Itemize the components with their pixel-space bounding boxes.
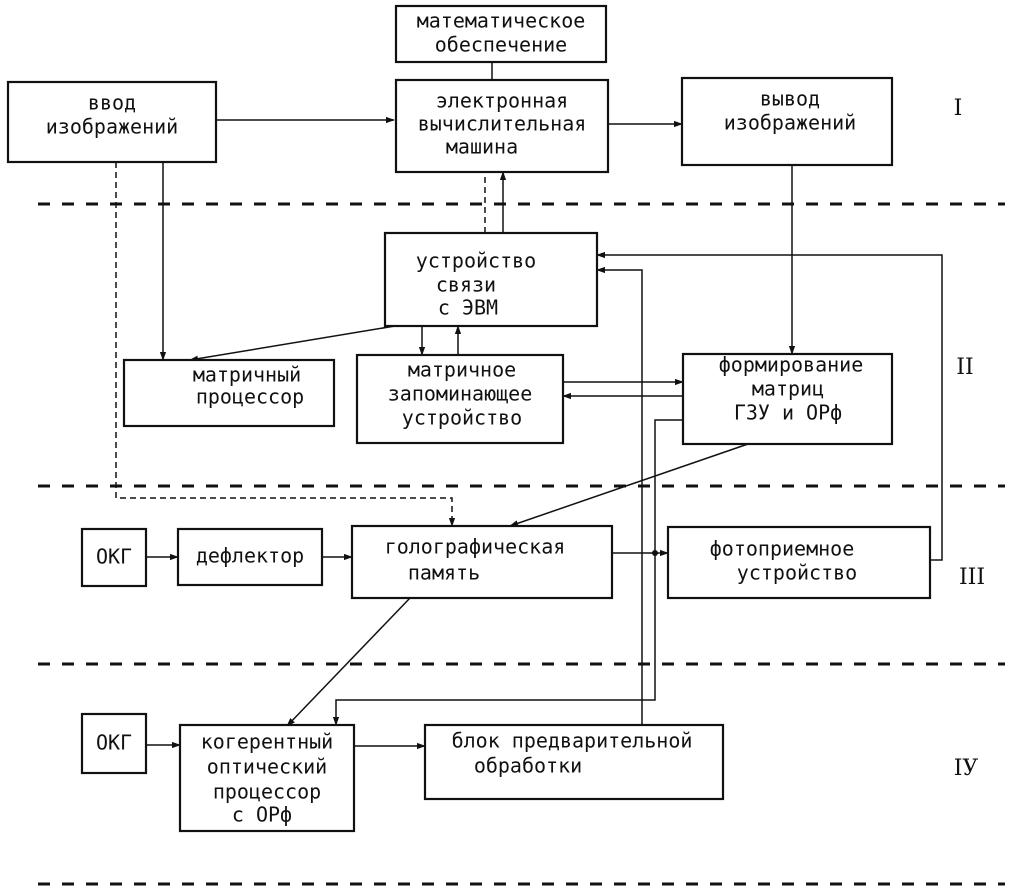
deflector-label: дефлектор xyxy=(196,544,304,568)
block-matrix-forming: формирование матриц ГЗУ и ОРф xyxy=(681,353,894,446)
matrix-forming-line-1: формирование xyxy=(719,353,864,377)
image-input-line-1: ввод xyxy=(88,91,136,115)
image-output-line-2: изображений xyxy=(724,111,856,135)
connections xyxy=(115,62,943,750)
block-matrix-processor: матричный процессор xyxy=(122,358,336,428)
image-input-line-2: изображений xyxy=(46,115,178,139)
holographic-memory-line-2: память xyxy=(408,561,480,585)
link-photodetector-to-interface xyxy=(596,251,943,561)
level-labels: I II III IУ xyxy=(954,96,985,781)
coherent-processor-line-4: с ОРф xyxy=(232,803,292,827)
matrix-processor-line-2: процессор xyxy=(196,385,304,409)
block-image-output: вывод изображений xyxy=(680,76,894,167)
interface-line-2: связи xyxy=(436,273,496,297)
coherent-processor-line-3: процессор xyxy=(213,780,321,804)
laser-2-label: ОКГ xyxy=(96,731,132,755)
photodetector-line-2: устройство xyxy=(737,561,857,585)
block-laser-1: ОКГ xyxy=(80,527,148,588)
matrix-memory-line-1: матричное xyxy=(408,358,516,382)
link-forming-to-photo-branch xyxy=(654,419,683,553)
matrix-memory-line-3: устройство xyxy=(402,406,522,430)
level-label-4: IУ xyxy=(954,756,979,781)
level-label-2: II xyxy=(956,355,973,380)
level-label-3: III xyxy=(959,565,985,590)
block-deflector: дефлектор xyxy=(176,527,324,587)
matrix-memory-line-2: запоминающее xyxy=(388,382,533,406)
block-interface: устройство связи с ЭВМ xyxy=(383,231,599,328)
link-branch-to-coherent xyxy=(332,553,656,726)
photodetector-line-1: фотоприемное xyxy=(710,537,855,561)
image-output-line-1: вывод xyxy=(760,87,820,111)
computer-line-1: электронная xyxy=(436,89,568,113)
holographic-memory-line-1: голографическая xyxy=(385,535,566,559)
laser-1-label: ОКГ xyxy=(96,545,132,569)
interface-line-1: устройство xyxy=(416,249,536,273)
matrix-forming-line-2: матриц xyxy=(752,377,824,401)
block-coherent-processor: когерентный оптический процессор с ОРф xyxy=(178,723,356,833)
matrix-forming-line-3: ГЗУ и ОРф xyxy=(734,401,842,425)
coherent-processor-line-1: когерентный xyxy=(201,730,333,754)
level-separators xyxy=(38,202,1005,886)
block-photodetector: фотоприемное устройство xyxy=(666,525,932,600)
coherent-processor-line-2: оптический xyxy=(207,755,327,779)
math-software-line-2: обеспечение xyxy=(435,33,567,57)
link-preprocessing-to-interface xyxy=(596,266,643,725)
block-matrix-memory: матричное запоминающее устройство xyxy=(355,353,565,445)
computer-line-3: машина xyxy=(446,135,518,159)
math-software-line-1: математическое xyxy=(417,9,586,33)
block-image-input: ввод изображений xyxy=(6,80,218,164)
link-holomemory-to-coherent xyxy=(286,597,411,727)
link-forming-to-holomemory xyxy=(509,443,749,527)
link-input-to-holomemory-dashed xyxy=(115,162,456,527)
interface-line-3: с ЭВМ xyxy=(438,296,498,320)
block-holographic-memory: голографическая память xyxy=(350,524,614,600)
block-preprocessing: блок предварительной обработки xyxy=(423,723,725,801)
block-computer: электронная вычислительная машина xyxy=(394,78,610,174)
block-math-software: математическое обеспечение xyxy=(394,4,608,64)
level-label-1: I xyxy=(954,96,963,121)
computer-line-2: вычислительная xyxy=(418,112,587,136)
preprocessing-line-1: блок предварительной xyxy=(452,729,693,753)
link-interface-to-matrix-processor xyxy=(189,325,396,362)
preprocessing-line-2: обработки xyxy=(474,754,582,778)
matrix-processor-line-1: матричный xyxy=(193,363,301,387)
block-laser-2: ОКГ xyxy=(80,712,148,775)
